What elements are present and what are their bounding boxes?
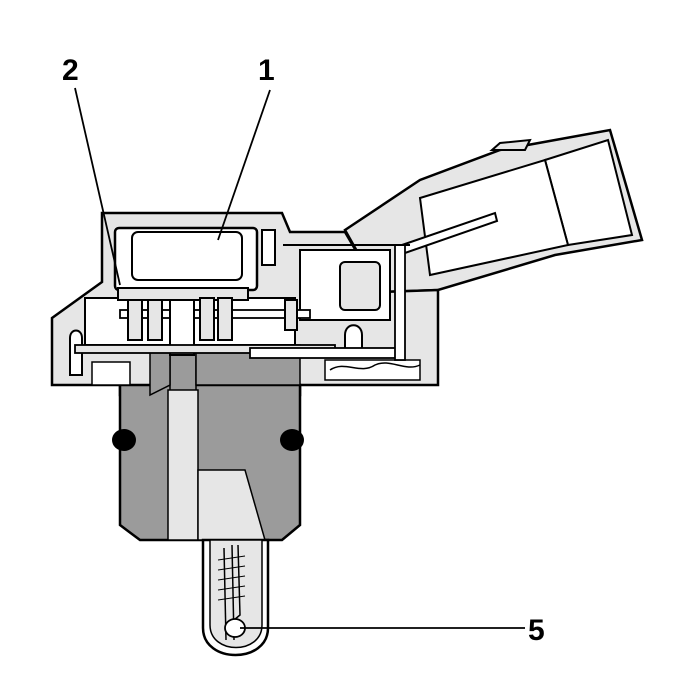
leader-line-2 [74,87,121,286]
sensor-element [74,244,410,361]
leader-lines [74,87,525,629]
o-ring-seals [112,429,304,451]
callout-2: 2 [62,54,79,87]
leader-line-1 [217,89,271,241]
connector-plug [343,128,644,294]
pressure-port [118,344,302,542]
temperature-probe [201,538,270,657]
callout-1: 1 [258,54,275,87]
callout-5: 5 [528,614,545,647]
